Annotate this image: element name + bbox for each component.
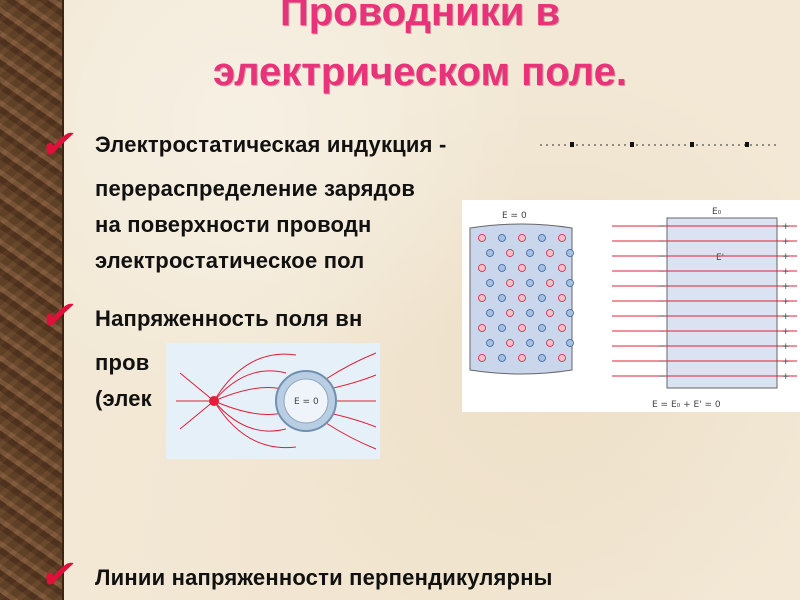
positive-charge [558, 294, 566, 302]
surface-charge-plus: + [782, 267, 790, 277]
negative-charge [526, 249, 534, 257]
negative-charge [498, 354, 506, 362]
field-lines-group: − + − + − + − + − + − + − + − + − + − + − + [612, 222, 797, 382]
negative-charge [566, 279, 574, 287]
negative-charge [566, 309, 574, 317]
surface-charge-minus: − [658, 327, 666, 337]
conductor-induction-diagram: E = 0 E₀ E' − + − + − + − + − + − + − + − + − + − + − + E = E… [469, 207, 797, 410]
negative-charge [538, 324, 546, 332]
positive-charge [518, 294, 526, 302]
surface-charge-minus: − [658, 297, 666, 307]
negative-charge [498, 324, 506, 332]
point-charge [209, 396, 219, 406]
surface-charge-plus: + [782, 237, 790, 247]
positive-charge [518, 264, 526, 272]
positive-charge [478, 324, 486, 332]
negative-charge [566, 249, 574, 257]
left-slab-label: E = 0 [502, 211, 527, 221]
bullet-2-line-1: Напряженность поля вн [95, 306, 363, 331]
surface-charge-plus: + [782, 342, 790, 352]
positive-charge [518, 354, 526, 362]
negative-charge [486, 309, 494, 317]
surface-charge-plus: + [782, 252, 790, 262]
surface-charge-plus: + [782, 222, 790, 232]
title-line-2: электрическом поле. [213, 50, 627, 94]
positive-charge [506, 339, 514, 347]
surface-charge-minus: − [658, 372, 666, 382]
dotted-line-decoration [540, 142, 776, 147]
negative-charge [486, 249, 494, 257]
positive-charge [506, 309, 514, 317]
negative-charge [566, 339, 574, 347]
decorative-wood-strip [0, 0, 62, 600]
positive-charge [478, 234, 486, 242]
positive-charge [558, 354, 566, 362]
bullet-1-line-3: на поверхности проводн [95, 212, 372, 237]
title-line-1: Проводники в [279, 0, 561, 34]
negative-charge [538, 264, 546, 272]
positive-charge [506, 279, 514, 287]
negative-charge [526, 279, 534, 287]
superposition-label: E = E₀ + E' = 0 [652, 400, 721, 410]
surface-charge-minus: − [658, 222, 666, 232]
bullet-1-line-2: перераспределение зарядов [95, 176, 416, 201]
bullet-1-line-1: Электростатическая индукция - [95, 132, 447, 157]
negative-charge [538, 294, 546, 302]
positive-charge [558, 324, 566, 332]
bullet-3-line-1: Линии напряженности перпендикулярны [95, 565, 553, 590]
positive-charge [478, 354, 486, 362]
positive-charge [546, 309, 554, 317]
negative-charge [538, 354, 546, 362]
positive-charge [518, 234, 526, 242]
negative-charge [498, 234, 506, 242]
positive-charge [478, 294, 486, 302]
surface-charge-minus: − [658, 342, 666, 352]
negative-charge [486, 279, 494, 287]
right-field-label: E₀ [712, 207, 722, 217]
bullet-1-line-4: электростатическое пол [95, 248, 365, 273]
negative-charge [526, 339, 534, 347]
positive-charge [546, 339, 554, 347]
negative-charge [498, 264, 506, 272]
surface-charge-minus: − [658, 312, 666, 322]
surface-charge-minus: − [658, 237, 666, 247]
negative-charge [538, 234, 546, 242]
sphere-shielding-diagram: E = 0 [176, 352, 377, 450]
surface-charge-minus: − [658, 252, 666, 262]
surface-charge-minus: − [658, 282, 666, 292]
negative-charge [526, 309, 534, 317]
surface-charge-minus: − [658, 267, 666, 277]
surface-charge-plus: + [782, 372, 790, 382]
conductor-figure-panel: E = 0 E₀ E' − + − + − + − + − + − + − + − + − + − + − + E = E… [462, 200, 800, 412]
surface-charge-plus: + [782, 282, 790, 292]
negative-charge [498, 294, 506, 302]
positive-charge [478, 264, 486, 272]
positive-charge [546, 249, 554, 257]
positive-charge [546, 279, 554, 287]
positive-charge [506, 249, 514, 257]
surface-charge-plus: + [782, 297, 790, 307]
positive-charge [558, 234, 566, 242]
positive-charge [558, 264, 566, 272]
positive-charge [518, 324, 526, 332]
surface-charge-plus: + [782, 357, 790, 367]
surface-charge-plus: + [782, 312, 790, 322]
sphere-figure-panel: E = 0 [166, 343, 380, 459]
strip-border [62, 0, 64, 600]
charges-group [478, 234, 574, 362]
negative-charge [486, 339, 494, 347]
surface-charge-minus: − [658, 357, 666, 367]
surface-charge-plus: + [782, 327, 790, 337]
sphere-label: E = 0 [294, 397, 319, 407]
induced-field-label: E' [716, 253, 724, 263]
